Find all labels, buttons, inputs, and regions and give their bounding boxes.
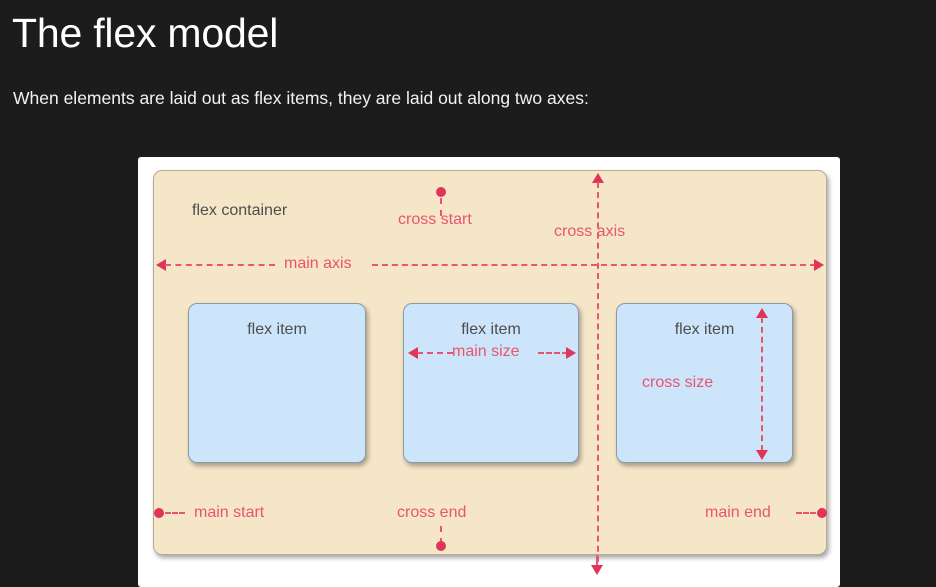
main-size-arrow-right (566, 347, 576, 359)
flex-item-2-label: flex item (461, 321, 521, 338)
main-end-dot (817, 508, 827, 518)
cross-start-dot (436, 187, 446, 197)
cross-axis-arrow-up (592, 173, 604, 183)
flex-item-3-label: flex item (674, 321, 735, 338)
cross-end-label: cross end (397, 504, 467, 521)
main-axis-line-right (372, 264, 816, 266)
main-start-stub-line (165, 512, 185, 514)
cross-axis-arrow-down (591, 565, 603, 575)
main-axis-label: main axis (284, 255, 352, 272)
cross-axis-line (597, 182, 599, 572)
main-axis-arrow-right (814, 259, 824, 271)
cross-start-stub-line (440, 198, 442, 216)
flex-item-1: flex item (188, 303, 366, 463)
page-title: The flex model (12, 10, 279, 56)
flex-item-2: flex item main size (403, 303, 579, 463)
cross-size-line (761, 317, 763, 451)
flex-item-1-label: flex item (247, 321, 307, 338)
cross-end-stub-line (440, 526, 442, 544)
flex-model-diagram-card: flex container cross start cross axis ma… (138, 157, 840, 587)
cross-size-arrow-up (756, 308, 768, 318)
main-end-label: main end (705, 504, 771, 521)
cross-size-arrow-down (756, 450, 768, 460)
cross-end-dot (436, 541, 446, 551)
main-size-arrow-left (408, 347, 418, 359)
main-start-dot (154, 508, 164, 518)
page-subtitle: When elements are laid out as flex items… (13, 88, 589, 108)
main-size-line-right (538, 352, 568, 354)
flex-container-box: flex container cross start cross axis ma… (153, 170, 827, 572)
main-axis-arrow-left (156, 259, 166, 271)
cross-start-label: cross start (398, 211, 472, 228)
cross-size-label: cross size (642, 374, 714, 391)
cross-axis-line-bottom (596, 555, 598, 567)
main-end-stub-line (796, 512, 816, 514)
cross-axis-label: cross axis (554, 223, 626, 240)
main-size-line-left (417, 352, 453, 354)
flex-item-3: flex item cross size (616, 303, 793, 463)
main-size-label: main size (452, 343, 520, 360)
main-axis-line-left (165, 264, 275, 266)
flex-container-label: flex container (192, 202, 288, 219)
main-start-label: main start (194, 504, 265, 521)
